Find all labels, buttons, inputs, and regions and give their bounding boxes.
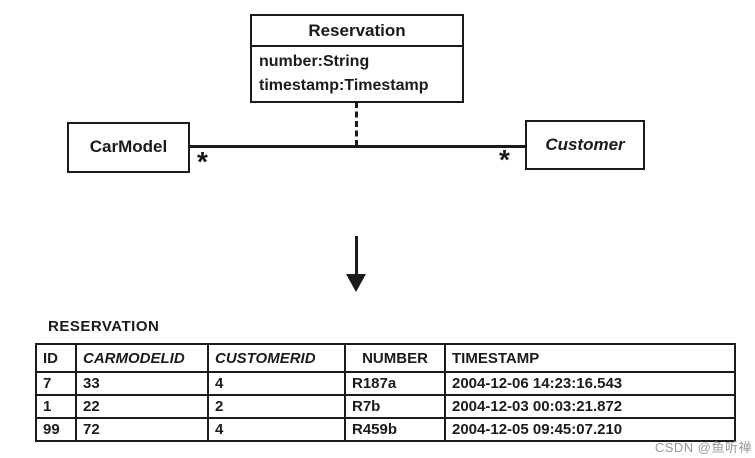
column-header-number: NUMBER [344, 343, 446, 373]
uml-class-carmodel: CarModel [67, 122, 190, 173]
cell-timestamp: 2004-12-06 14:23:16.543 [444, 371, 736, 396]
table-row: 1 22 2 R7b 2004-12-03 00:03:21.872 [35, 394, 736, 419]
multiplicity-left: * [197, 146, 208, 177]
table-row: 99 72 4 R459b 2004-12-05 09:45:07.210 [35, 417, 736, 442]
uml-class-customer: Customer [525, 120, 645, 170]
table-row: 7 33 4 R187a 2004-12-06 14:23:16.543 [35, 371, 736, 396]
association-line [190, 145, 525, 148]
cell-customerid: 4 [207, 417, 346, 442]
cell-id: 1 [35, 394, 77, 419]
column-header-timestamp: TIMESTAMP [444, 343, 736, 373]
cell-number: R7b [344, 394, 446, 419]
table-title: RESERVATION [48, 318, 160, 335]
cell-timestamp: 2004-12-03 00:03:21.872 [444, 394, 736, 419]
cell-id: 99 [35, 417, 77, 442]
cell-carmodelid: 22 [75, 394, 209, 419]
association-class-dashed-line [355, 102, 358, 146]
class-title-reservation: Reservation [252, 16, 462, 47]
column-header-customerid: CUSTOMERID [207, 343, 346, 373]
class-attributes-reservation: number:String timestamp:Timestamp [252, 47, 462, 98]
multiplicity-right: * [499, 144, 510, 175]
class-attribute-number: number:String [259, 53, 370, 70]
class-attribute-timestamp: timestamp:Timestamp [259, 77, 429, 94]
cell-number: R187a [344, 371, 446, 396]
class-title-carmodel: CarModel [89, 137, 168, 156]
cell-carmodelid: 33 [75, 371, 209, 396]
column-header-carmodelid: CARMODELID [75, 343, 209, 373]
cell-timestamp: 2004-12-05 09:45:07.210 [444, 417, 736, 442]
csdn-watermark: CSDN @鱼听禅 [654, 440, 752, 455]
reservation-table: ID CARMODELID CUSTOMERID NUMBER TIMESTAM… [35, 343, 736, 442]
cell-customerid: 2 [207, 394, 346, 419]
mapping-arrow-shaft [355, 236, 358, 276]
cell-number: R459b [344, 417, 446, 442]
cell-id: 7 [35, 371, 77, 396]
column-header-id: ID [35, 343, 77, 373]
cell-carmodelid: 72 [75, 417, 209, 442]
table-header-row: ID CARMODELID CUSTOMERID NUMBER TIMESTAM… [35, 343, 736, 373]
class-title-customer: Customer [545, 135, 625, 154]
uml-class-reservation: Reservation number:String timestamp:Time… [250, 14, 464, 103]
cell-customerid: 4 [207, 371, 346, 396]
mapping-arrow-head-icon [346, 274, 366, 292]
